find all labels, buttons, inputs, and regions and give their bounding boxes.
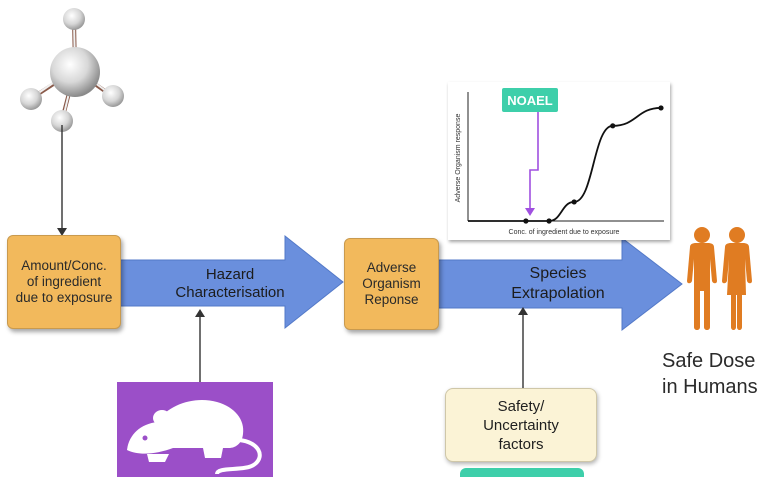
molecule-connector-arrow: [57, 125, 67, 236]
amount-box: Amount/Conc. of ingredient due to exposu…: [7, 235, 121, 329]
teal-strip: [460, 468, 584, 477]
chart-point: [523, 218, 529, 224]
dose-response-chart: NOAEL Conc. of ingredient due to exposur…: [448, 82, 670, 240]
safety-factors-box: Safety/ Uncertainty factors: [445, 388, 597, 462]
noael-pointer-head: [525, 208, 535, 216]
chart-point: [546, 218, 552, 224]
safe-dose-label: Safe Dose in Humans: [662, 350, 758, 398]
chart-point: [658, 105, 664, 111]
adverse-response-label: Adverse Organism Reponse: [362, 260, 421, 307]
chart-point: [610, 123, 616, 129]
adverse-response-box: Adverse Organism Reponse: [344, 238, 439, 330]
chart-ylabel: Adverse Organism response: [455, 114, 462, 203]
rat-icon: [117, 382, 273, 477]
humans-icon: [687, 227, 752, 330]
chart-point: [571, 199, 577, 205]
molecule-icon: [20, 8, 124, 132]
species-label: Species Extrapolation: [511, 265, 605, 302]
noael-badge: [502, 88, 558, 112]
safety-connector-arrow: [518, 307, 528, 392]
safety-factors-label: Safety/ Uncertainty factors: [483, 397, 559, 453]
noael-label: NOAEL: [507, 93, 553, 108]
hazard-label: Hazard Characterisation: [175, 266, 285, 301]
species-arrow: [430, 236, 683, 332]
chart-xlabel: Conc. of ingredient due to exposure: [509, 229, 620, 236]
hazard-arrow: [100, 234, 344, 330]
rat-connector-arrow: [195, 309, 205, 386]
amount-box-label: Amount/Conc. of ingredient due to exposu…: [15, 258, 113, 305]
noael-pointer: [529, 112, 539, 212]
